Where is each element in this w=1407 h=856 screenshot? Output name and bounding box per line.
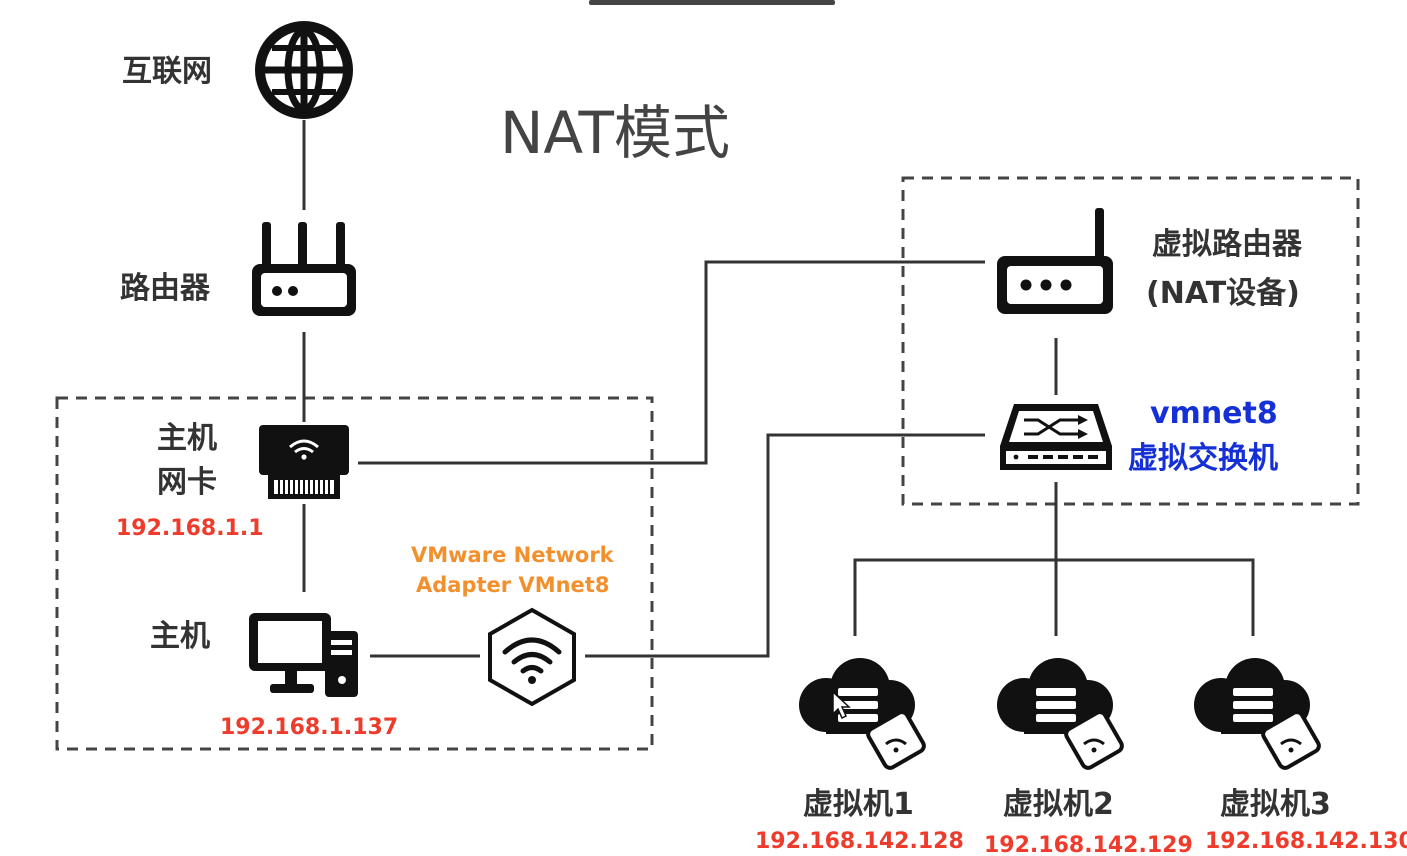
- switch-icon: [1000, 404, 1112, 470]
- cloud-server-icon: [997, 658, 1124, 770]
- line-vm-bus: [853, 558, 1255, 636]
- globe-icon: [255, 21, 353, 119]
- vm-ip: 192.168.142.129: [984, 833, 1193, 856]
- host-nic-label-line1: 主机: [157, 421, 217, 456]
- cloud-server-icon: [799, 658, 926, 770]
- mouse-cursor-icon: [832, 690, 851, 720]
- desktop-computer-icon: [249, 613, 358, 697]
- virtual-router-label-line1: 虚拟路由器: [1152, 227, 1303, 262]
- host-nic-ip: 192.168.1.1: [116, 516, 264, 541]
- vm-1: 虚拟机1 192.168.142.128: [755, 658, 964, 854]
- router-icon: [252, 222, 356, 316]
- line-adapter-switch: [585, 433, 985, 658]
- wifi-hexagon-icon: [488, 607, 576, 707]
- line-nic-virtual-router: [358, 260, 985, 465]
- host-label: 主机: [150, 619, 210, 654]
- top-bar: [589, 0, 835, 5]
- vm-3: 虚拟机3 192.168.142.130: [1194, 658, 1407, 854]
- vmnet-adapter-label-line2: Adapter VMnet8: [416, 573, 609, 597]
- vm-label: 虚拟机2: [1003, 787, 1114, 822]
- virtual-network-group-box: [901, 176, 1360, 506]
- cloud-server-icon: [1194, 658, 1321, 770]
- connection-lines: [302, 120, 1255, 658]
- host-group-box: [55, 396, 654, 751]
- internet-label: 互联网: [122, 54, 212, 89]
- host-nic-label-line2: 网卡: [157, 465, 217, 500]
- virtual-router-icon: [997, 208, 1113, 314]
- vm-label: 虚拟机3: [1220, 787, 1331, 822]
- router-label: 路由器: [120, 271, 211, 306]
- virtual-switch-label-line1: vmnet8: [1150, 396, 1278, 431]
- vm-label: 虚拟机1: [803, 787, 914, 822]
- vm-ip: 192.168.142.130: [1205, 829, 1407, 854]
- vmnet-adapter-label-line1: VMware Network: [411, 543, 615, 567]
- host-ip: 192.168.1.137: [220, 715, 398, 740]
- network-card-icon: [259, 425, 349, 499]
- virtual-router-label-line2: (NAT设备): [1146, 276, 1300, 311]
- vm-2: 虚拟机2 192.168.142.129: [984, 658, 1193, 856]
- virtual-switch-label-line2: 虚拟交换机: [1128, 441, 1278, 476]
- diagram-title: NAT模式: [500, 99, 730, 167]
- vm-ip: 192.168.142.128: [755, 829, 964, 854]
